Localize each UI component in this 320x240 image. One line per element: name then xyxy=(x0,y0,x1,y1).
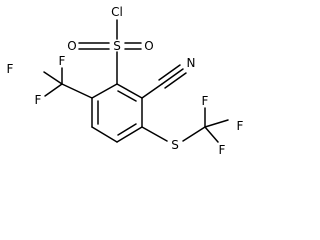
benzene-ring xyxy=(91,83,143,143)
bond-scf3-f-right xyxy=(204,119,229,128)
trifluoromethyl-group-left: F F F xyxy=(7,54,93,107)
bond-cf3-f-left xyxy=(43,71,63,85)
ring-double-bond-c3-c4 xyxy=(117,123,137,136)
bond-ring-c-cyano xyxy=(141,83,163,99)
atom-f-thio-right: F xyxy=(237,119,244,133)
ring-bond-c1-c2 xyxy=(116,83,143,99)
ring-double-bond-c1-c2 xyxy=(117,90,137,102)
bond-cn-triple-b xyxy=(158,64,181,81)
atom-o-right: O xyxy=(144,39,153,53)
atom-f-thio-top: F xyxy=(202,94,209,108)
trifluoromethylthio-group: S F F F xyxy=(141,94,244,157)
atom-s-sulfonyl: S xyxy=(113,39,121,53)
atom-f-left-bottom: F xyxy=(35,93,42,107)
ring-bond-c6-c1 xyxy=(91,83,118,99)
bond-scf3-f-bottom xyxy=(204,126,219,143)
atom-f-thio-bottom: F xyxy=(219,143,226,157)
cyano-group: N xyxy=(141,56,196,99)
bond-cf3-f-bottom xyxy=(44,83,63,97)
sulfonyl-chloride-group: Cl S O O xyxy=(67,5,154,85)
atom-f-left-left: F xyxy=(7,62,14,76)
atom-s-thio: S xyxy=(171,138,179,152)
bond-ring-s-thio xyxy=(141,126,168,142)
ring-bond-c4-c5 xyxy=(91,126,118,143)
bond-cn-triple-c xyxy=(164,72,187,89)
bond-ring-cf3 xyxy=(61,83,93,99)
bond-s-cf3 xyxy=(182,126,206,142)
atom-cl: Cl xyxy=(111,5,123,19)
atom-f-left-top: F xyxy=(59,54,66,68)
ring-bond-c3-c4 xyxy=(116,126,143,143)
atom-o-left: O xyxy=(67,39,76,53)
atom-n: N xyxy=(187,56,196,70)
bond-cn-triple-a xyxy=(161,68,184,85)
chemical-structure: Cl S O O N F F F S F F F xyxy=(7,5,244,157)
